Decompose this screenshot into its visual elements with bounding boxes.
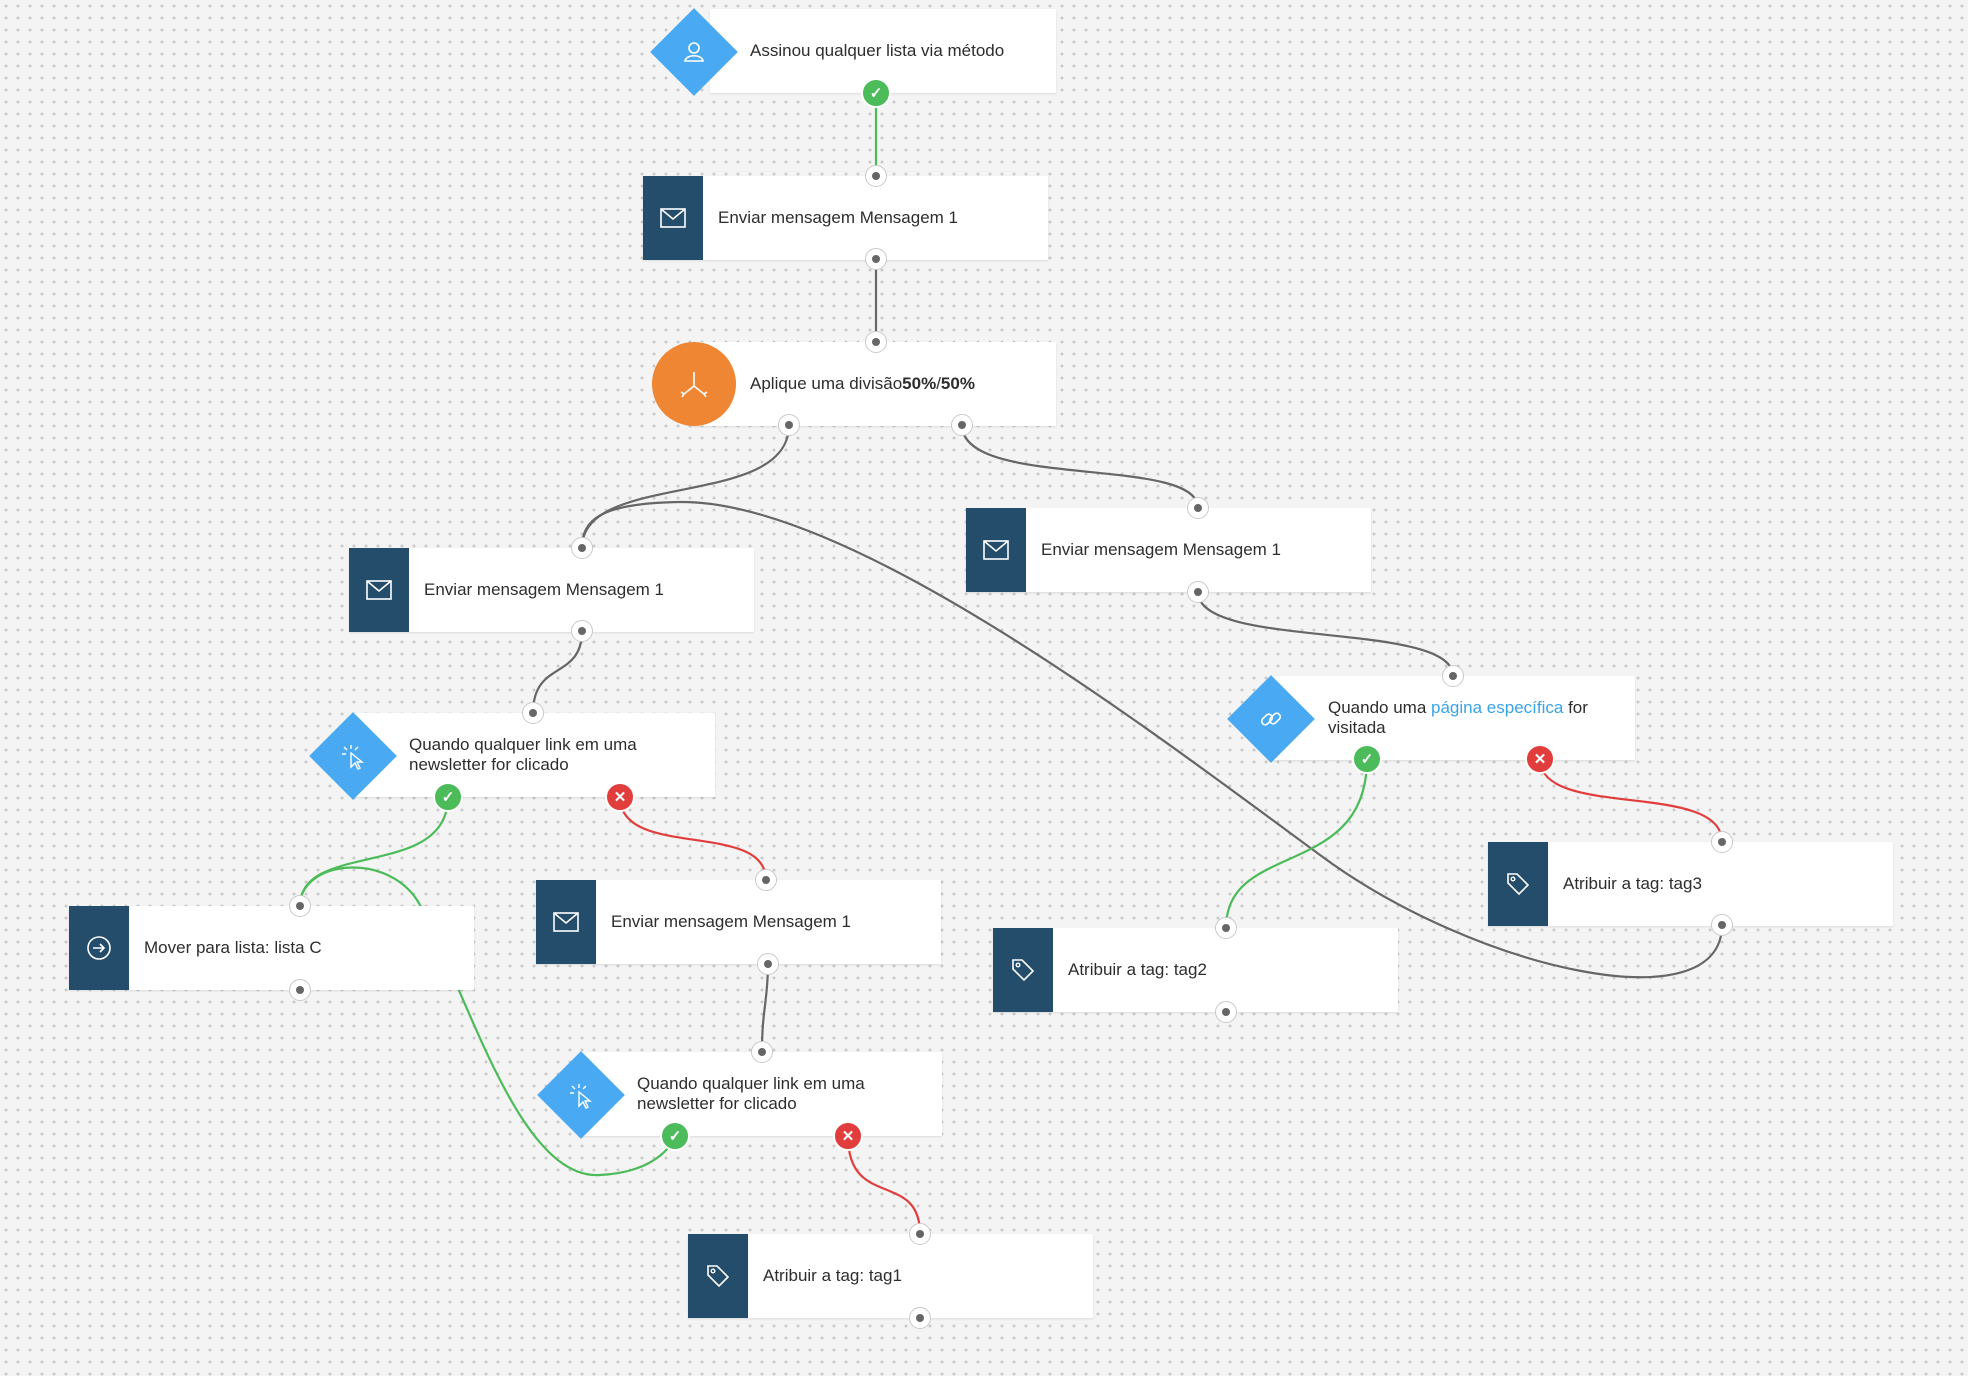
message-square <box>349 548 409 632</box>
message-right-label: Enviar mensagem Mensagem 1 <box>1041 540 1282 559</box>
envelope-icon <box>660 208 686 228</box>
split-prefix: Aplique uma divisão <box>750 374 903 393</box>
message-node-mid[interactable]: Enviar mensagem Mensagem 1 <box>536 880 941 964</box>
envelope-icon <box>366 580 392 600</box>
wire-click2-no[interactable] <box>846 1135 922 1235</box>
tag-icon <box>1012 959 1035 982</box>
click-condition-node-2[interactable]: Quando qualquer link em uma newsletter f… <box>578 1052 942 1136</box>
wire-page-yes[interactable] <box>1224 758 1369 929</box>
message-mid-input-port[interactable] <box>755 869 777 891</box>
click-condition-1-no-badge[interactable]: ✕ <box>605 782 635 812</box>
wire-split-right[interactable] <box>960 424 1200 509</box>
split-label: Aplique uma divisão 50% / 50% <box>750 342 975 426</box>
message-right-input-port[interactable] <box>1187 497 1209 519</box>
message-node-right[interactable]: Enviar mensagem Mensagem 1 <box>966 508 1371 592</box>
click-condition-1-yes-badge[interactable]: ✓ <box>433 782 463 812</box>
tag3-input-port[interactable] <box>1711 831 1733 853</box>
split-left-value: 50% <box>902 374 937 393</box>
tag1-input-port[interactable] <box>909 1223 931 1245</box>
click-condition-1-input-port[interactable] <box>522 702 544 724</box>
split-left-output-port[interactable] <box>778 414 800 436</box>
page-condition-input-port[interactable] <box>1442 665 1464 687</box>
split-node[interactable]: Aplique uma divisão 50% / 50% <box>690 342 1056 426</box>
cursor-click-icon <box>561 1075 601 1115</box>
tag1-label: Atribuir a tag: tag1 <box>763 1266 902 1285</box>
click-condition-2-label: Quando qualquer link em uma newsletter f… <box>637 1074 865 1113</box>
tag1-output-port[interactable] <box>909 1307 931 1329</box>
split-right-value: 50% <box>940 374 975 393</box>
tag-icon <box>707 1265 730 1288</box>
wire-tag3-loop-back[interactable] <box>580 500 1724 979</box>
page-condition-node[interactable]: Quando uma página específica for visitad… <box>1268 676 1635 760</box>
link-chain-icon <box>1251 699 1291 739</box>
wire-message-left-to-click[interactable] <box>531 630 584 714</box>
wire-message-right-to-page[interactable] <box>1196 591 1455 677</box>
tag1-node[interactable]: Atribuir a tag: tag1 <box>688 1234 1093 1318</box>
envelope-icon <box>983 540 1009 560</box>
wire-move-list-loop[interactable] <box>298 866 677 1177</box>
tag-square <box>1488 842 1548 926</box>
click-condition-2-input-port[interactable] <box>751 1041 773 1063</box>
cursor-click-icon <box>333 736 373 776</box>
tag-square <box>688 1234 748 1318</box>
split-right-output-port[interactable] <box>951 414 973 436</box>
page-condition-no-badge[interactable]: ✕ <box>1525 744 1555 774</box>
page-condition-prefix: Quando uma <box>1328 698 1432 717</box>
click-condition-1-label: Quando qualquer link em uma newsletter f… <box>409 735 637 774</box>
page-condition-suffix: for visitada <box>1328 698 1588 737</box>
wire-page-no[interactable] <box>1538 758 1724 843</box>
tag2-label: Atribuir a tag: tag2 <box>1068 960 1207 979</box>
tag-icon <box>1507 873 1530 896</box>
click-condition-2-yes-badge[interactable]: ✓ <box>660 1121 690 1151</box>
trigger-yes-badge[interactable]: ✓ <box>861 78 891 108</box>
wire-click1-no[interactable] <box>618 796 768 881</box>
move-list-square <box>69 906 129 990</box>
tag3-label: Atribuir a tag: tag3 <box>1563 874 1702 893</box>
message-left-label: Enviar mensagem Mensagem 1 <box>424 580 665 599</box>
user-icon <box>674 32 714 72</box>
message-node-left[interactable]: Enviar mensagem Mensagem 1 <box>349 548 754 632</box>
message-top-label: Enviar mensagem Mensagem 1 <box>718 208 959 227</box>
envelope-icon <box>553 912 579 932</box>
message-mid-label: Enviar mensagem Mensagem 1 <box>611 912 852 931</box>
tag2-input-port[interactable] <box>1215 917 1237 939</box>
arrow-right-circle-icon <box>87 936 111 960</box>
move-list-label: Mover para lista: lista C <box>144 938 322 957</box>
split-input-port[interactable] <box>865 331 887 353</box>
tag3-node[interactable]: Atribuir a tag: tag3 <box>1488 842 1893 926</box>
message-square <box>536 880 596 964</box>
page-condition-label: Quando uma página específica for visitad… <box>1328 676 1615 760</box>
tag-square <box>993 928 1053 1012</box>
message-square <box>643 176 703 260</box>
message-top-output-port[interactable] <box>865 248 887 270</box>
page-condition-link[interactable]: página específica <box>1431 698 1564 717</box>
split-arrows-icon <box>680 372 708 398</box>
wire-split-left[interactable] <box>580 424 791 549</box>
message-left-input-port[interactable] <box>571 537 593 559</box>
trigger-label: Assinou qualquer lista via método <box>750 41 1005 60</box>
message-left-output-port[interactable] <box>571 620 593 642</box>
wire-click1-yes[interactable] <box>298 796 450 907</box>
click-condition-node-1[interactable]: Quando qualquer link em uma newsletter f… <box>352 713 715 797</box>
wire-message-mid-to-click2[interactable] <box>760 963 770 1051</box>
message-right-output-port[interactable] <box>1187 581 1209 603</box>
tag3-output-port[interactable] <box>1711 914 1733 936</box>
page-condition-yes-badge[interactable]: ✓ <box>1352 744 1382 774</box>
tag2-node[interactable]: Atribuir a tag: tag2 <box>993 928 1398 1012</box>
move-list-output-port[interactable] <box>289 979 311 1001</box>
message-node-top[interactable]: Enviar mensagem Mensagem 1 <box>643 176 1048 260</box>
split-circle[interactable] <box>652 342 736 426</box>
move-list-node[interactable]: Mover para lista: lista C <box>69 906 474 990</box>
message-top-input-port[interactable] <box>865 165 887 187</box>
move-list-input-port[interactable] <box>289 895 311 917</box>
message-square <box>966 508 1026 592</box>
click-condition-2-no-badge[interactable]: ✕ <box>833 1121 863 1151</box>
tag2-output-port[interactable] <box>1215 1001 1237 1023</box>
split-sep: / <box>936 374 941 393</box>
message-mid-output-port[interactable] <box>757 953 779 975</box>
